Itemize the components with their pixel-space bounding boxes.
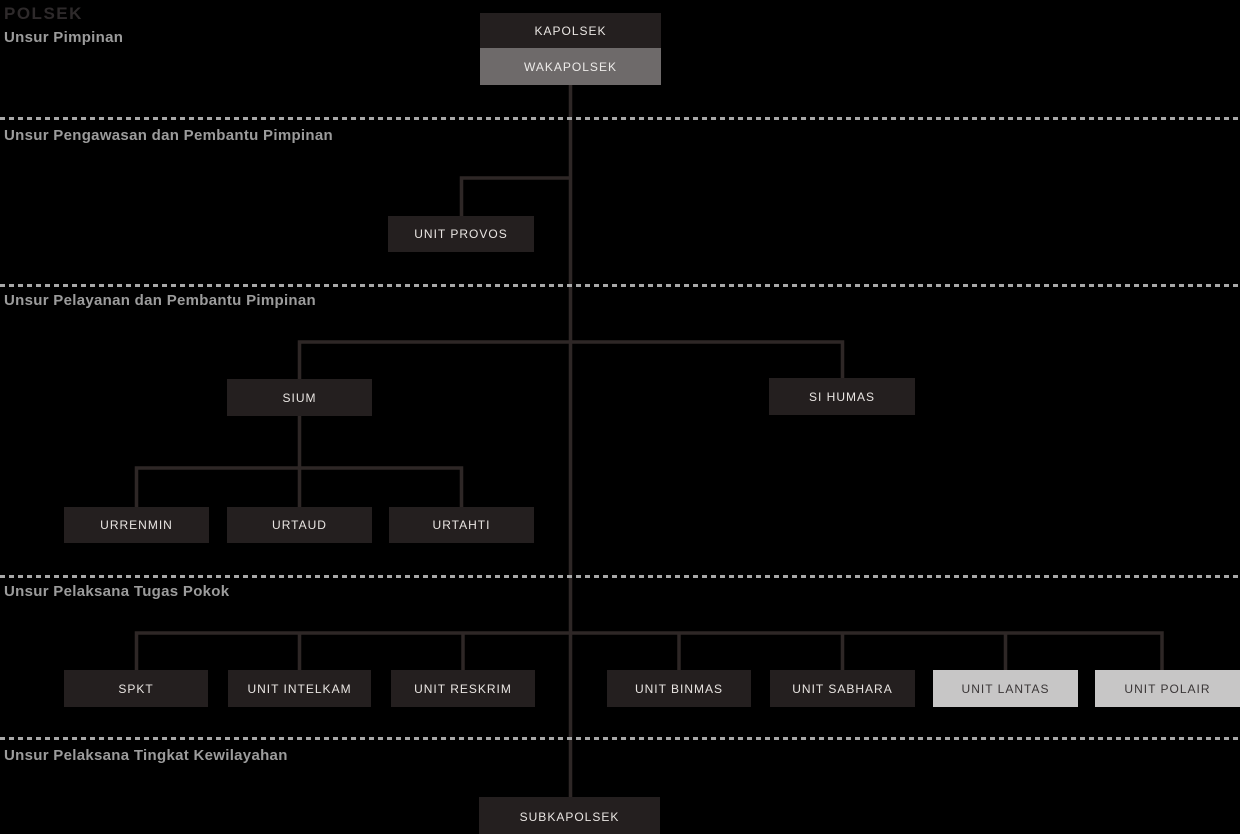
node-si-humas: SI HUMAS	[769, 378, 915, 415]
node-subkapolsek: SUBKAPOLSEK	[479, 797, 660, 834]
section-label-unsur-pelaksana-tugas-pokok: Unsur Pelaksana Tugas Pokok	[4, 583, 230, 600]
section-label-unsur-pelayanan: Unsur Pelayanan dan Pembantu Pimpinan	[4, 292, 317, 309]
node-unit-sabhara: UNIT SABHARA	[770, 670, 915, 707]
node-unit-polair: UNIT POLAIR	[1095, 670, 1240, 707]
provos-branch-line	[459, 176, 571, 216]
node-unit-intelkam: UNIT INTELKAM	[228, 670, 371, 707]
node-urtaud: URTAUD	[227, 507, 372, 543]
node-sium: SIUM	[227, 379, 372, 416]
tugas-pokok-branch-line	[134, 631, 1164, 670]
node-spkt: SPKT	[64, 670, 208, 707]
sium-humas-branch-line	[297, 340, 845, 379]
section-label-unsur-pimpinan: Unsur Pimpinan	[4, 29, 124, 46]
section-label-unsur-pelaksana-kewilayahan: Unsur Pelaksana Tingkat Kewilayahan	[4, 747, 288, 764]
node-wakapolsek: WAKAPOLSEK	[480, 48, 661, 85]
node-unit-lantas: UNIT LANTAS	[933, 670, 1078, 707]
section-divider-3	[0, 575, 1240, 578]
node-urtahti: URTAHTI	[389, 507, 534, 543]
section-divider-2	[0, 284, 1240, 287]
section-divider-4	[0, 737, 1240, 740]
section-label-unsur-pengawasan: Unsur Pengawasan dan Pembantu Pimpinan	[4, 127, 333, 144]
page-title: POLSEK	[4, 4, 83, 23]
node-urrenmin: URRENMIN	[64, 507, 209, 543]
node-unit-provos: UNIT PROVOS	[388, 216, 534, 252]
sium-children-branch-line	[134, 416, 464, 507]
node-unit-reskrim: UNIT RESKRIM	[391, 670, 535, 707]
node-kapolsek: KAPOLSEK	[480, 13, 661, 48]
section-divider-1	[0, 117, 1240, 120]
node-unit-binmas: UNIT BINMAS	[607, 670, 751, 707]
